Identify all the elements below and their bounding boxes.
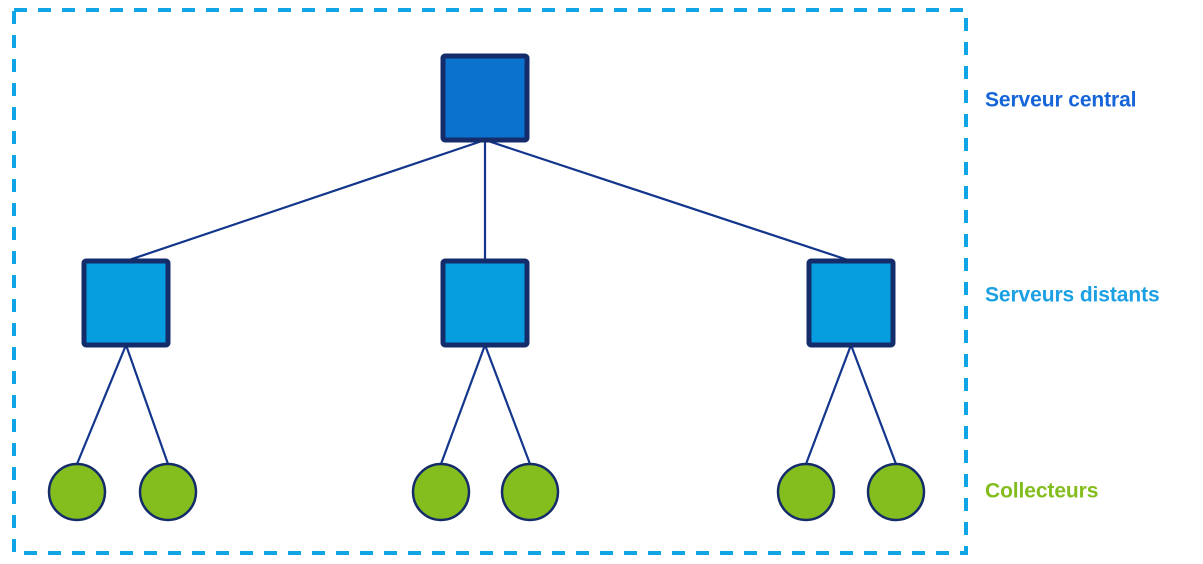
link-remote-1-to-collector-1 bbox=[75, 344, 128, 465]
link-remote-3-to-collector-5 bbox=[804, 344, 853, 465]
tier-label-leaf: Collecteurs bbox=[985, 479, 1099, 503]
link-remote-3-to-collector-6 bbox=[849, 344, 898, 465]
link-central-to-remote-3 bbox=[484, 138, 852, 263]
collector-node-1[interactable] bbox=[47, 462, 107, 522]
link-remote-2-to-collector-3 bbox=[439, 344, 487, 465]
link-remote-2-to-collector-4 bbox=[483, 344, 532, 465]
system-boundary bbox=[12, 8, 968, 555]
link-central-to-remote-1 bbox=[125, 138, 486, 263]
remote-server-node-1[interactable] bbox=[81, 258, 171, 348]
collector-node-2[interactable] bbox=[138, 462, 198, 522]
collector-node-3[interactable] bbox=[411, 462, 471, 522]
remote-server-node-3[interactable] bbox=[806, 258, 896, 348]
link-remote-1-to-collector-2 bbox=[124, 344, 170, 465]
diagram-nodes bbox=[47, 53, 926, 522]
tier-label-root: Serveur central bbox=[985, 88, 1137, 112]
collector-node-6[interactable] bbox=[866, 462, 926, 522]
connector-links bbox=[75, 138, 898, 465]
collector-node-4[interactable] bbox=[500, 462, 560, 522]
tier-label-mid: Serveurs distants bbox=[985, 283, 1160, 307]
collector-node-5[interactable] bbox=[776, 462, 836, 522]
central-server-node[interactable] bbox=[440, 53, 530, 143]
remote-server-node-2[interactable] bbox=[440, 258, 530, 348]
